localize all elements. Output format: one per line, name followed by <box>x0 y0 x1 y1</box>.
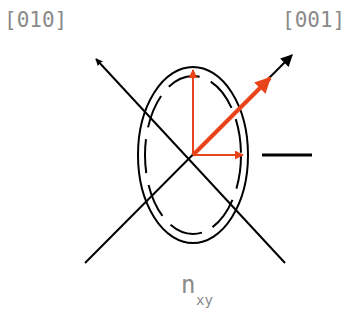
subscript-label: xy <box>196 293 213 307</box>
normal-tick <box>262 154 312 157</box>
axis-label: [010] <box>4 10 67 31</box>
vector-diagonal <box>193 78 270 155</box>
vector-right <box>193 154 243 156</box>
vector-up <box>192 70 194 155</box>
axis-010 <box>96 59 285 263</box>
axis-001 <box>85 55 292 263</box>
axis-label: [001] <box>282 10 345 31</box>
normal-label: n <box>181 273 195 297</box>
